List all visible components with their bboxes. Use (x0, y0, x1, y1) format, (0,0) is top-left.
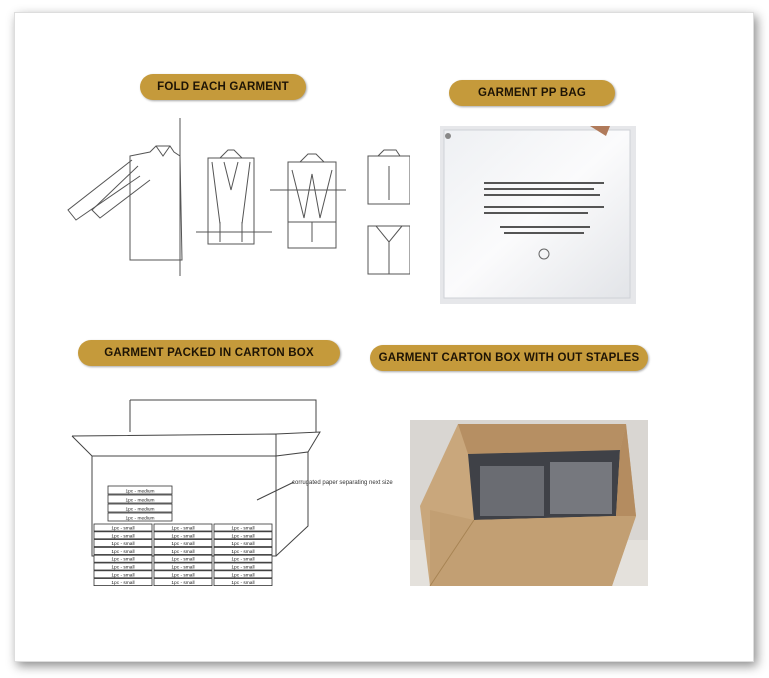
medium-garment-label: 1pc - medium (125, 507, 154, 513)
small-garment (93, 578, 153, 587)
small-garment-label: 1pc - small (171, 549, 194, 555)
small-garment-label: 1pc - small (111, 549, 134, 555)
annotation-leader (256, 481, 295, 501)
carton-photo (410, 420, 648, 586)
small-garment-label: 1pc - small (231, 541, 254, 547)
small-garment (153, 570, 213, 579)
small-garment-label: 1pc - small (171, 533, 194, 539)
small-garment-label: 1pc - small (171, 526, 194, 532)
small-garment-label: 1pc - small (171, 565, 194, 571)
small-garment (213, 562, 273, 571)
medium-garment (107, 503, 173, 513)
medium-garment (107, 512, 173, 522)
pp-bag-photo (440, 126, 636, 304)
small-garment (213, 578, 273, 587)
medium-garment (107, 494, 173, 504)
medium-garment-label: 1pc - medium (125, 516, 154, 522)
medium-garment (107, 485, 173, 495)
packed-carton-title: GARMENT PACKED IN CARTON BOX (78, 340, 340, 366)
small-garment (213, 554, 273, 563)
annotation-text: corrugated paper separating next size (292, 480, 393, 486)
small-garment (93, 523, 153, 532)
shirt-fold-step1-icon (196, 149, 272, 245)
small-garment (93, 539, 153, 548)
small-garment (93, 570, 153, 579)
small-garment (153, 554, 213, 563)
small-garment (153, 523, 213, 532)
small-garment (153, 578, 213, 587)
small-garment-label: 1pc - small (231, 549, 254, 555)
small-garment (213, 531, 273, 540)
medium-garment-label: 1pc - medium (125, 498, 154, 504)
bag-print-lines (484, 182, 604, 234)
small-garment (93, 562, 153, 571)
small-garment-label: 1pc - small (111, 572, 134, 578)
recycle-icon (538, 248, 550, 260)
small-garment-label: 1pc - small (231, 533, 254, 539)
fold-diagram (67, 118, 410, 276)
small-garment (153, 562, 213, 571)
small-garment (213, 539, 273, 548)
small-garment-label: 1pc - small (111, 580, 134, 586)
small-garment-label: 1pc - small (111, 541, 134, 547)
small-garment-label: 1pc - small (171, 572, 194, 578)
small-garment-label: 1pc - small (111, 557, 134, 563)
carton-no-staples-title: GARMENT CARTON BOX WITH OUT STAPLES (370, 345, 648, 371)
small-garment-label: 1pc - small (111, 533, 134, 539)
small-garment-label: 1pc - small (231, 580, 254, 586)
small-garment (213, 570, 273, 579)
small-garment (213, 546, 273, 555)
small-garment-label: 1pc - small (231, 557, 254, 563)
pp-bag-title: GARMENT PP BAG (449, 80, 615, 106)
small-garment-label: 1pc - small (231, 526, 254, 532)
medium-garment-label: 1pc - medium (125, 489, 154, 495)
small-garment (93, 531, 153, 540)
fold-garment-title: FOLD EACH GARMENT (140, 74, 306, 100)
small-garment (213, 523, 273, 532)
small-garment (93, 554, 153, 563)
small-garment-label: 1pc - small (171, 557, 194, 563)
small-garment-label: 1pc - small (171, 541, 194, 547)
packed-carton-diagram: corrugated paper separating next size 1p… (71, 399, 393, 587)
shirt-folded-icon (367, 149, 410, 275)
small-garment-label: 1pc - small (231, 565, 254, 571)
small-garment (93, 546, 153, 555)
small-garment-label: 1pc - small (171, 580, 194, 586)
small-garment-label: 1pc - small (111, 526, 134, 532)
small-garment (153, 539, 213, 548)
shirt-fold-step2-icon (270, 153, 346, 249)
small-garment-label: 1pc - small (231, 572, 254, 578)
small-garment (153, 546, 213, 555)
shirt-unfolded-icon (67, 118, 183, 276)
medium-stack: 1pc - medium 1pc - medium 1pc - medium 1pc … (107, 485, 173, 522)
small-garment (153, 531, 213, 540)
small-garment-label: 1pc - small (111, 565, 134, 571)
